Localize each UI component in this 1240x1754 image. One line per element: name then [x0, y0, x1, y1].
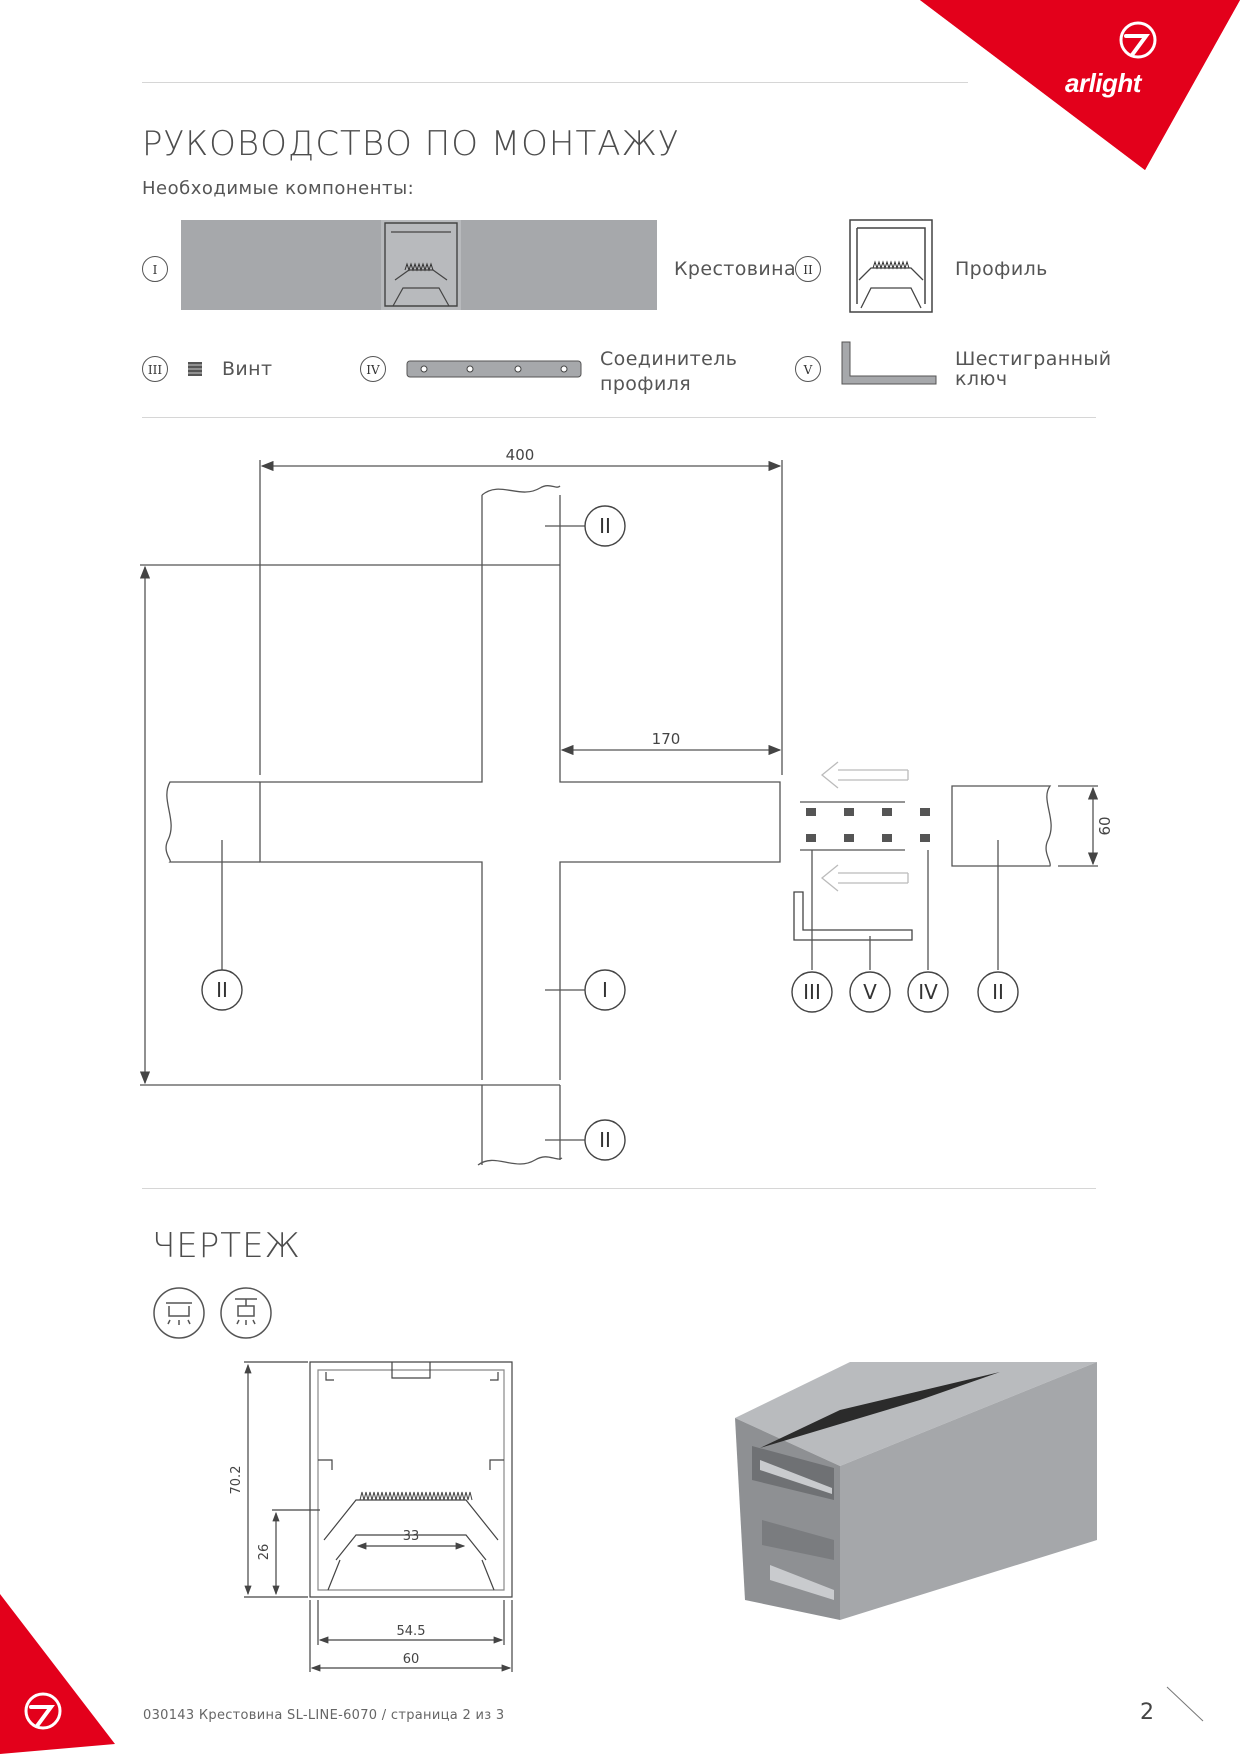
- cross-profile-image: [181, 220, 657, 310]
- profile-section-icon: [849, 219, 933, 313]
- screw-icon: [188, 362, 202, 376]
- callout-profile: II: [992, 980, 1004, 1004]
- hex-key-icon: [841, 341, 937, 385]
- component-label-i: Крестовина: [674, 258, 796, 280]
- component-badge-i: I: [142, 256, 168, 282]
- callout-bottom: II: [599, 1128, 611, 1152]
- component-label-iv-2: профиля: [600, 373, 692, 395]
- profile-cross-section: 70.2 26 33 54.5 60: [230, 1361, 513, 1672]
- callout-key: V: [863, 980, 877, 1004]
- dim-170: 170: [652, 730, 681, 748]
- component-badge-ii: II: [795, 256, 821, 282]
- component-label-iv-1: Соединитель: [600, 348, 738, 370]
- callout-center: I: [602, 978, 608, 1002]
- callout-top: II: [599, 514, 611, 538]
- top-divider: [142, 82, 968, 83]
- dim-54-5: 54.5: [397, 1624, 426, 1639]
- brand-logo-text: arlight: [1065, 68, 1141, 98]
- drawing-title: ЧЕРТЕЖ: [152, 1226, 301, 1266]
- component-badge-iii: III: [142, 356, 168, 382]
- brand-corner-bottom: [0, 1594, 115, 1754]
- dim-26: 26: [257, 1544, 272, 1561]
- footer-doc-info: 030143 Крестовина SL-LINE-6070 / страниц…: [143, 1708, 505, 1723]
- page-corner-slash: [1166, 1686, 1204, 1722]
- ceiling-mount-icon: [153, 1287, 205, 1339]
- component-badge-iv: IV: [360, 356, 386, 382]
- callout-connector: IV: [918, 980, 938, 1004]
- connector-plate-icon: [406, 360, 582, 378]
- components-divider: [142, 417, 1096, 418]
- dim-70-2: 70.2: [230, 1466, 244, 1495]
- dim-33: 33: [403, 1529, 420, 1544]
- assembly-diagram: 400 170 60 II II I II III V IV II: [139, 446, 1114, 1166]
- drawing-divider: [142, 1188, 1096, 1189]
- component-label-v-1: Шестигранный: [955, 348, 1112, 370]
- dim-60: 60: [1096, 816, 1114, 835]
- component-label-iii: Винт: [222, 358, 273, 380]
- callout-left: II: [216, 978, 228, 1002]
- dim-60-width: 60: [403, 1652, 420, 1667]
- component-label-ii: Профиль: [955, 258, 1048, 280]
- brand-corner: [920, 0, 1240, 170]
- page-number: 2: [1140, 1700, 1154, 1725]
- component-badge-v: V: [795, 356, 821, 382]
- component-label-v-2: ключ: [955, 368, 1008, 390]
- install-title: РУКОВОДСТВО ПО МОНТАЖУ: [142, 124, 680, 164]
- profile-3d-render: [735, 1362, 1097, 1620]
- components-subtitle: Необходимые компоненты:: [142, 178, 415, 199]
- dim-400: 400: [506, 446, 535, 464]
- suspended-mount-icon: [220, 1287, 272, 1339]
- callout-screw: III: [803, 980, 821, 1004]
